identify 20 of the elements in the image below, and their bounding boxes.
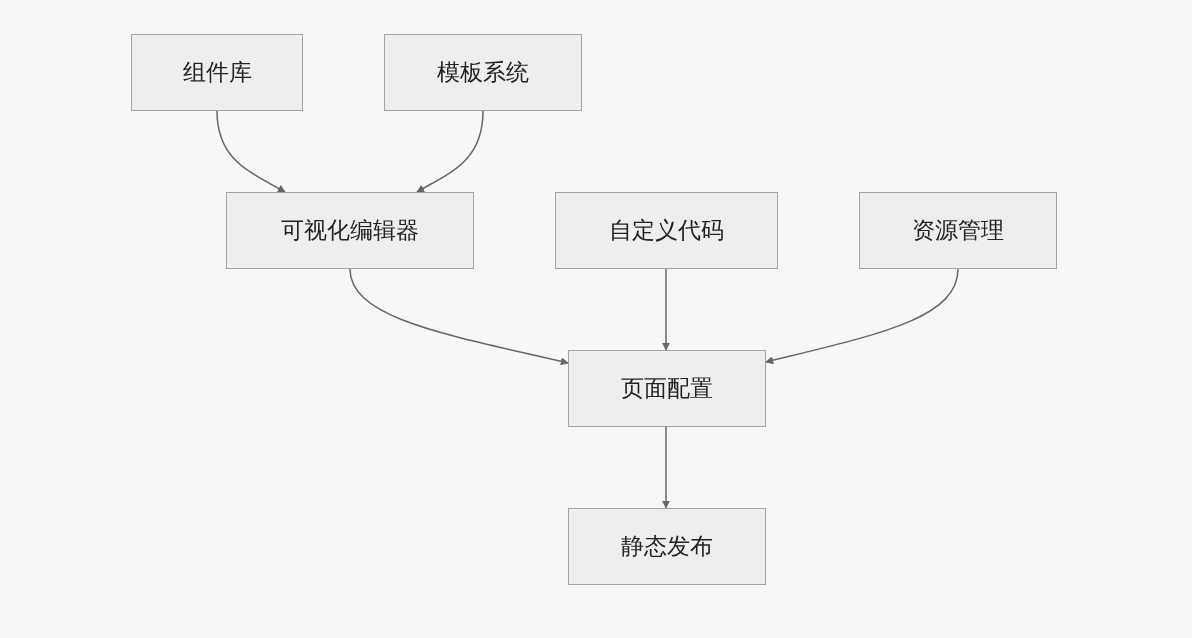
node-label: 组件库 xyxy=(182,58,252,87)
arrow xyxy=(765,268,959,365)
arrow xyxy=(662,426,670,509)
arrow xyxy=(662,268,670,351)
process-box xyxy=(555,192,778,269)
node-label: 静态发布 xyxy=(621,532,713,561)
node-label: 页面配置 xyxy=(621,374,713,403)
node-label: 可视化编辑器 xyxy=(281,216,419,245)
process-box xyxy=(226,192,474,269)
process-box xyxy=(859,192,1057,269)
process-box xyxy=(568,508,766,585)
node-label: 资源管理 xyxy=(912,216,1004,245)
process-box xyxy=(568,350,766,427)
process-box xyxy=(131,34,303,111)
process-box xyxy=(384,34,582,111)
arrow xyxy=(349,268,569,366)
node-label: 自定义代码 xyxy=(609,216,724,245)
node-label: 模板系统 xyxy=(437,58,529,87)
arrow xyxy=(216,110,286,193)
arrow xyxy=(416,110,484,193)
